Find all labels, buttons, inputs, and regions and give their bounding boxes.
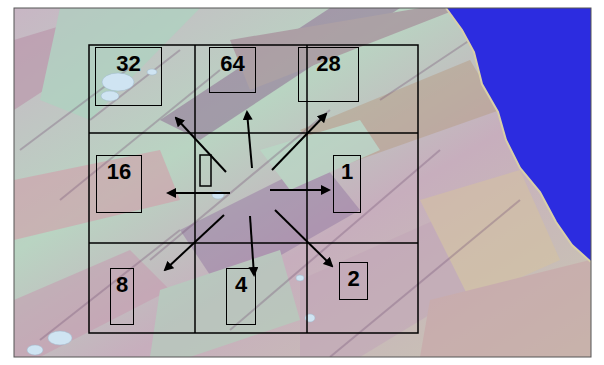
direction-code-box: 64 [209, 47, 256, 93]
callout-number: 32 [116, 52, 140, 76]
callout-number: 1 [341, 160, 353, 184]
callout-number: 4 [235, 273, 247, 297]
grid-lines [89, 45, 418, 333]
center-cell-marker [200, 155, 211, 186]
flow-arrows [165, 112, 332, 275]
direction-code-box: 2 [339, 262, 368, 300]
direction-code-box: 32 [95, 47, 162, 106]
callout-number: 8 [116, 273, 128, 297]
callout-number: 16 [107, 160, 131, 184]
direction-code-box: 16 [96, 155, 142, 213]
direction-code-box: 4 [226, 268, 256, 325]
callout-number: 28 [316, 52, 340, 76]
direction-code-box: 8 [110, 268, 134, 325]
callout-number: 2 [347, 267, 359, 291]
callout-number: 64 [220, 52, 244, 76]
direction-code-box: 28 [298, 47, 359, 102]
direction-code-box: 1 [333, 155, 361, 213]
